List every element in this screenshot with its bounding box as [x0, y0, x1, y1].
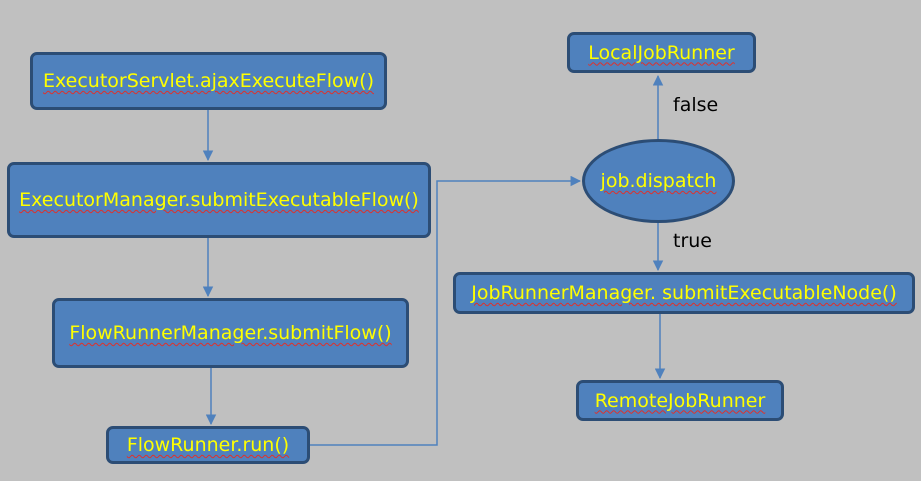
node-executor-servlet-label: ExecutorServlet.ajaxExecuteFlow(): [43, 70, 374, 92]
node-executor-servlet[interactable]: ExecutorServlet.ajaxExecuteFlow(): [30, 52, 387, 110]
node-executor-manager[interactable]: ExecutorManager.submitExecutableFlow(): [7, 162, 431, 238]
node-remote-job-runner-label: RemoteJobRunner: [594, 389, 766, 412]
node-local-job-runner-label: LocalJobRunner: [588, 41, 735, 64]
node-job-dispatch[interactable]: job.dispatch: [582, 139, 735, 223]
edge-label-true: true: [673, 230, 712, 252]
edge-flow-runner-to-job-dispatch: [310, 175, 582, 446]
node-job-dispatch-label: job.dispatch: [600, 170, 717, 192]
node-local-job-runner[interactable]: LocalJobRunner: [567, 32, 756, 73]
node-flow-runner-manager-label: FlowRunnerManager.submitFlow(): [69, 322, 392, 344]
node-remote-job-runner[interactable]: RemoteJobRunner: [576, 380, 784, 421]
node-flow-runner-manager[interactable]: FlowRunnerManager.submitFlow(): [52, 298, 409, 368]
node-job-runner-manager[interactable]: JobRunnerManager. submitExecutableNode(): [453, 272, 915, 314]
node-flow-runner[interactable]: FlowRunner.run(): [106, 426, 310, 464]
edge-label-false: false: [673, 94, 719, 116]
node-job-runner-manager-label: JobRunnerManager. submitExecutableNode(): [471, 282, 897, 304]
node-flow-runner-label: FlowRunner.run(): [126, 434, 290, 456]
node-executor-manager-label: ExecutorManager.submitExecutableFlow(): [19, 189, 419, 211]
